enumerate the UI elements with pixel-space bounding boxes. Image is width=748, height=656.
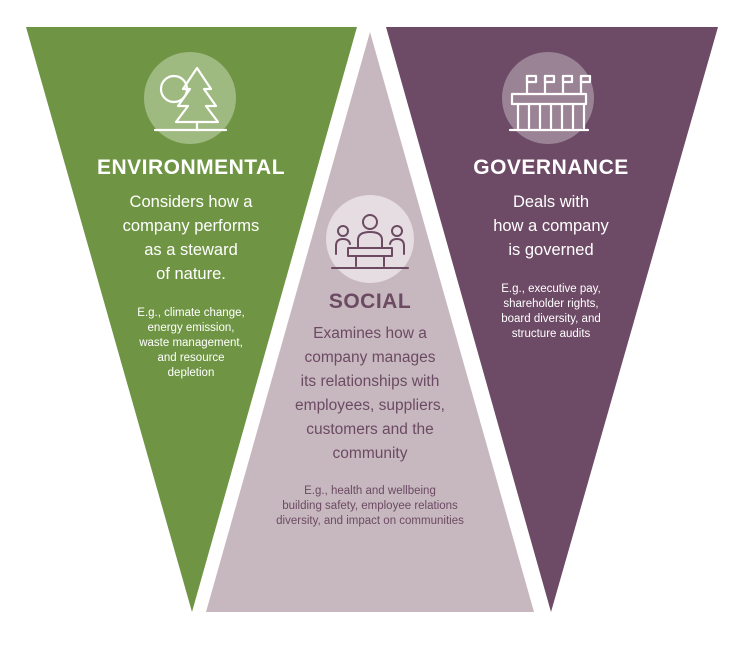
environmental-examples: E.g., climate change, energy emission, w… xyxy=(137,307,245,379)
environmental-triangle xyxy=(26,27,357,612)
social-title: SOCIAL xyxy=(328,290,412,313)
social-description: Examines how a company manages its relat… xyxy=(295,325,445,462)
social-panel: SOCIAL Examines how a company manages it… xyxy=(230,290,510,529)
social-triangle xyxy=(206,32,534,612)
governance-triangle xyxy=(386,27,718,612)
environmental-title: ENVIRONMENTAL xyxy=(96,156,286,179)
governance-description: Deals with how a company is governed xyxy=(493,193,609,259)
governance-examples: E.g., executive pay, shareholder rights,… xyxy=(501,283,601,340)
governance-title: GOVERNANCE xyxy=(473,156,629,179)
meeting-people-icon xyxy=(326,195,414,283)
governance-panel: GOVERNANCE Deals with how a company is g… xyxy=(420,156,682,342)
tree-icon xyxy=(144,52,236,144)
building-flags-icon xyxy=(502,52,594,144)
social-examples: E.g., health and wellbeing building safe… xyxy=(276,485,464,527)
environmental-description: Considers how a company performs as a st… xyxy=(122,193,260,283)
environmental-panel: ENVIRONMENTAL Considers how a company pe… xyxy=(60,156,322,381)
